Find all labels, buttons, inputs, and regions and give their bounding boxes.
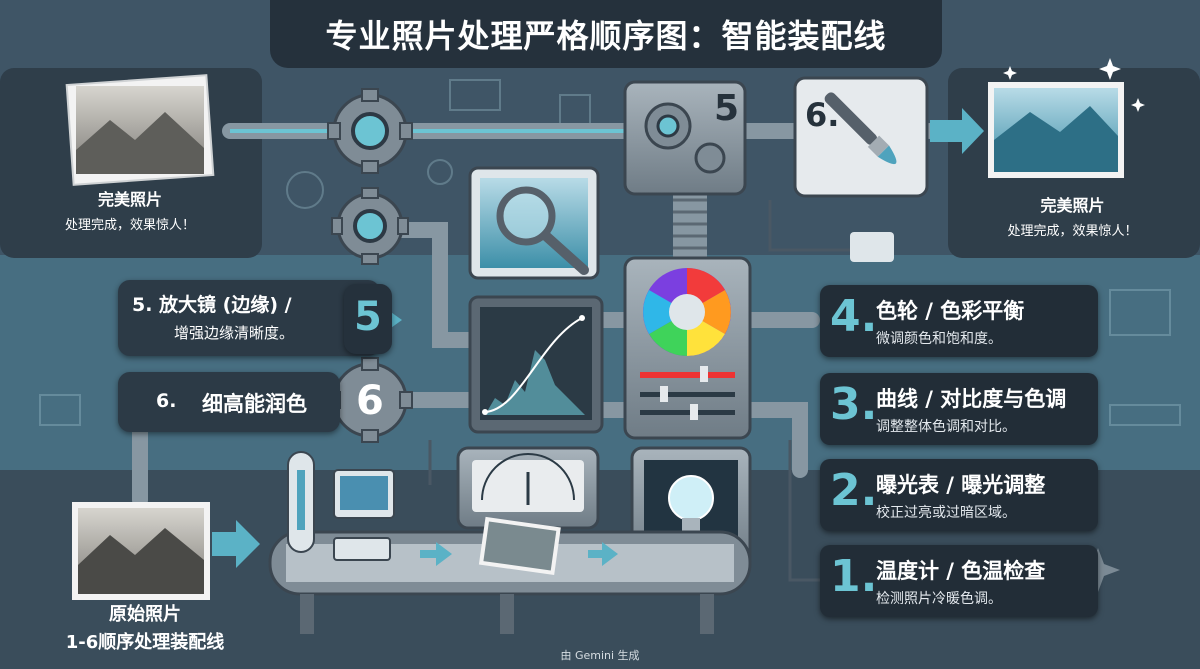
- step-card-4: 4. 色轮 / 色彩平衡 微调颜色和饱和度。: [820, 285, 1098, 357]
- gear6-number: 6: [356, 378, 384, 424]
- step-title: 色轮 / 色彩平衡: [876, 299, 1025, 323]
- step-desc: 校正过亮或过暗区域。: [876, 505, 1016, 521]
- step-title: 温度计 / 色温检查: [876, 559, 1046, 583]
- top-right-heading: 完美照片: [1040, 196, 1105, 215]
- step-desc: 微调颜色和饱和度。: [876, 331, 1002, 347]
- step-card-3: 3. 曲线 / 对比度与色调 调整整体色调和对比。: [820, 373, 1098, 445]
- gear-box-number: 5: [714, 88, 740, 129]
- left-step5-badge: 5: [344, 284, 392, 354]
- left-step6-text: 细高能润色: [202, 392, 307, 416]
- left-step5-title: 5. 放大镜 (边缘) /: [132, 294, 292, 316]
- left-step5-desc: 增强边缘清晰度。: [174, 324, 295, 342]
- left-step6-number: 6.: [156, 390, 177, 412]
- top-left-caption: 完美照片 处理完成，效果惊人！: [20, 186, 240, 233]
- top-left-heading: 完美照片: [97, 190, 162, 209]
- top-left-subtext: 处理完成，效果惊人！: [64, 218, 195, 233]
- top-right-caption: 完美照片 处理完成，效果惊人！: [960, 192, 1185, 239]
- top-right-subtext: 处理完成，效果惊人！: [1007, 224, 1138, 239]
- step-title: 曲线 / 对比度与色调: [876, 387, 1067, 411]
- step-desc: 调整整体色调和对比。: [876, 419, 1016, 435]
- bottom-left-caption: 原始照片 1-6顺序处理装配线: [30, 600, 260, 654]
- left-step5-badge-number: 5: [354, 294, 382, 340]
- title-banner: 专业照片处理严格顺序图：智能装配线: [270, 0, 942, 68]
- footer-credit: 由 Gemini 生成: [560, 649, 640, 662]
- page-title: 专业照片处理严格顺序图：智能装配线: [325, 17, 887, 55]
- bottom-left-subtext: 1-6顺序处理装配线: [65, 632, 225, 653]
- left-step5-panel: 5. 放大镜 (边缘) / 增强边缘清晰度。: [118, 280, 380, 356]
- step-number: 2.: [830, 465, 878, 516]
- brush-box-number: 6.: [805, 96, 840, 134]
- left-step6-panel: 6. 细高能润色: [118, 372, 340, 432]
- step-number: 4.: [830, 291, 878, 342]
- step-card-2: 2. 曝光表 / 曝光调整 校正过亮或过暗区域。: [820, 459, 1098, 531]
- bottom-left-heading: 原始照片: [109, 604, 181, 625]
- step-card-1: 1. 温度计 / 色温检查 检测照片冷暖色调。: [820, 545, 1098, 617]
- step-number: 3.: [830, 379, 878, 430]
- step-desc: 检测照片冷暖色调。: [876, 591, 1002, 607]
- step-number: 1.: [830, 551, 878, 602]
- step-title: 曝光表 / 曝光调整: [876, 473, 1046, 497]
